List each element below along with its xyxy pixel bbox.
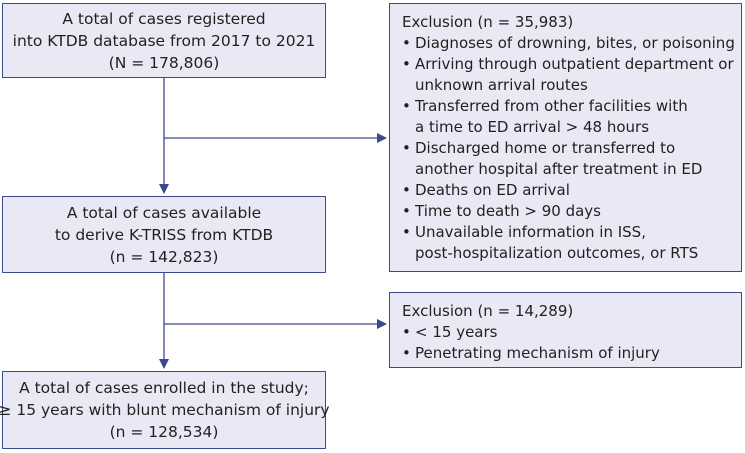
exclusion-1-item: Deaths on ED arrival [402,180,741,201]
exclusion-2-item-text: < 15 years [415,323,498,341]
enrolled-cases-line-2: ≥ 15 years with blunt mechanism of injur… [0,401,330,419]
exclusion-1-list: Diagnoses of drowning, bites, or poisoni… [402,33,741,264]
exclusion-2-list: < 15 years Penetrating mechanism of inju… [402,322,741,364]
exclusion-box-1: Exclusion (n = 35,983) Diagnoses of drow… [389,3,742,272]
enrolled-cases-line-1: A total of cases enrolled in the study; [19,379,309,397]
exclusion-1-item-text: Discharged home or transferred to [415,139,676,157]
exclusion-1-title: Exclusion (n = 35,983) [402,13,574,31]
enrolled-cases-count: (n = 128,534) [109,423,219,441]
exclusion-1-item-text: Diagnoses of drowning, bites, or poisoni… [415,34,735,52]
exclusion-1-item: Transferred from other facilities with a… [402,96,741,138]
registered-cases-count: (N = 178,806) [108,53,220,72]
available-cases-count: (n = 142,823) [109,247,219,266]
available-cases-line-2: to derive K-TRISS from KTDB [54,225,274,244]
exclusion-1-item-text: Transferred from other facilities with [415,97,688,115]
exclusion-1-item-text: post-hospitalization outcomes, or RTS [415,244,699,262]
exclusion-1-item-text: Deaths on ED arrival [415,181,570,199]
exclusion-1-item-text: another hospital after treatment in ED [415,160,703,178]
exclusion-1-item-text: a time to ED arrival > 48 hours [415,118,650,136]
exclusion-1-item: Arriving through outpatient department o… [402,54,741,96]
exclusion-2-item: < 15 years [402,322,741,343]
exclusion-box-2: Exclusion (n = 14,289) < 15 years Penetr… [389,292,742,368]
exclusion-1-item-text: Arriving through outpatient department o… [415,55,734,73]
available-cases-box: A total of cases available to derive K-T… [2,196,326,273]
exclusion-1-item-text: Time to death > 90 days [415,202,601,220]
exclusion-2-item-text: Penetrating mechanism of injury [415,344,660,362]
registered-cases-line-1: A total of cases registered [62,9,266,28]
enrolled-cases-box: A total of cases enrolled in the study; … [0,371,330,449]
exclusion-1-item-text: Unavailable information in ISS, [415,223,646,241]
exclusion-2-item: Penetrating mechanism of injury [402,343,741,364]
exclusion-1-item: Discharged home or transferred to anothe… [402,138,741,180]
available-cases-line-1: A total of cases available [66,203,262,222]
registered-cases-line-2: into KTDB database from 2017 to 2021 [12,31,316,50]
registered-cases-box: A total of cases registered into KTDB da… [2,3,326,78]
exclusion-1-item-text: unknown arrival routes [415,76,588,94]
exclusion-1-item: Unavailable information in ISS, post-hos… [402,222,741,264]
exclusion-1-item: Time to death > 90 days [402,201,741,222]
exclusion-1-item: Diagnoses of drowning, bites, or poisoni… [402,33,741,54]
exclusion-2-title: Exclusion (n = 14,289) [402,302,574,320]
